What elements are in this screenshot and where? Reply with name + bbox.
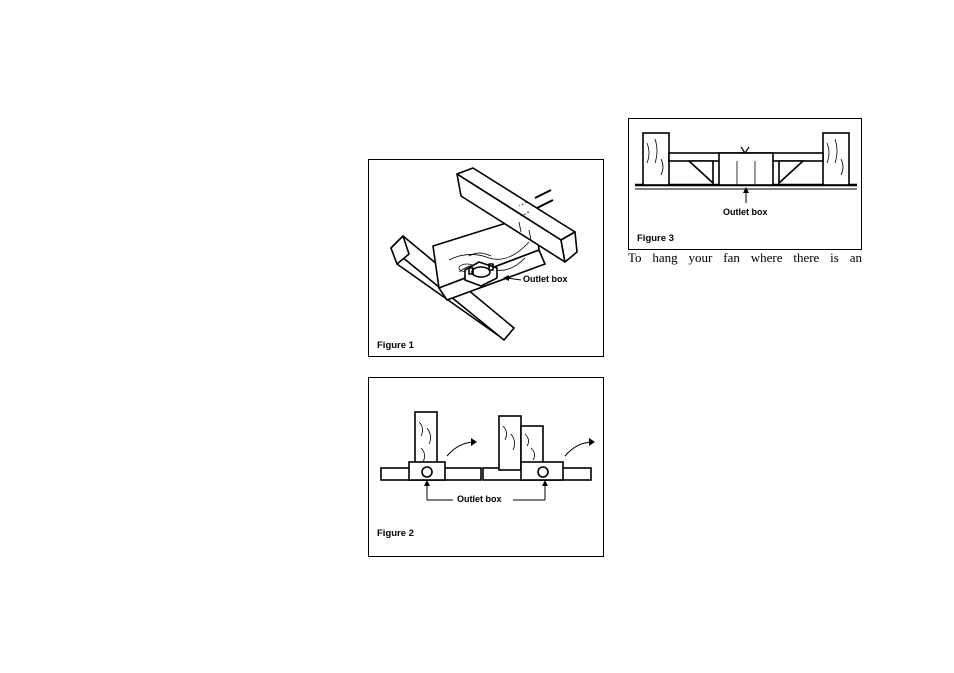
figure-1-drawing [369, 160, 605, 358]
figure-3-caption: Figure 3 [637, 233, 674, 244]
figure-1: Outlet box Figure 1 [368, 159, 604, 357]
figure-3-drawing [629, 119, 863, 251]
figure-2-caption: Figure 2 [377, 528, 414, 539]
outlet-box-label: Outlet box [457, 494, 502, 504]
body-text: To hang your fan where there is an [628, 250, 862, 266]
outlet-box-label: Outlet box [523, 274, 568, 284]
figure-2: Outlet box Figure 2 [368, 377, 604, 557]
figure-1-caption: Figure 1 [377, 340, 414, 351]
figure-3: Outlet box Figure 3 [628, 118, 862, 250]
outlet-box-label: Outlet box [723, 207, 768, 217]
